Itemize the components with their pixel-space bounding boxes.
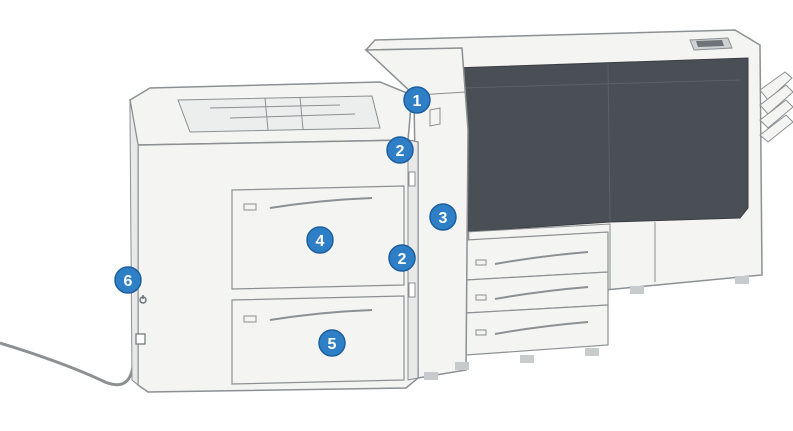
power-cord [0, 343, 136, 385]
power-inlet [136, 334, 145, 344]
main-trays [466, 232, 608, 363]
callout-4: 4 [307, 227, 333, 253]
callout-2-lower: 2 [389, 245, 415, 271]
callout-1: 1 [404, 87, 430, 113]
callout-6-label: 6 [124, 273, 133, 290]
feeder-tray-lower [232, 296, 404, 384]
tray-3 [466, 305, 608, 355]
callout-2-upper: 2 [387, 137, 413, 163]
high-capacity-feeder [130, 82, 418, 392]
callout-3-label: 3 [439, 210, 448, 227]
callout-5-label: 5 [328, 336, 337, 353]
callout-2-lower-label: 2 [398, 251, 407, 268]
callout-3: 3 [430, 204, 456, 230]
callout-5: 5 [319, 330, 345, 356]
control-panel [690, 38, 732, 50]
callout-2-upper-label: 2 [396, 143, 405, 160]
callout-4-label: 4 [316, 233, 325, 250]
output-tray [760, 72, 793, 142]
callout-1-label: 1 [413, 93, 422, 110]
callout-6: 6 [115, 267, 141, 293]
